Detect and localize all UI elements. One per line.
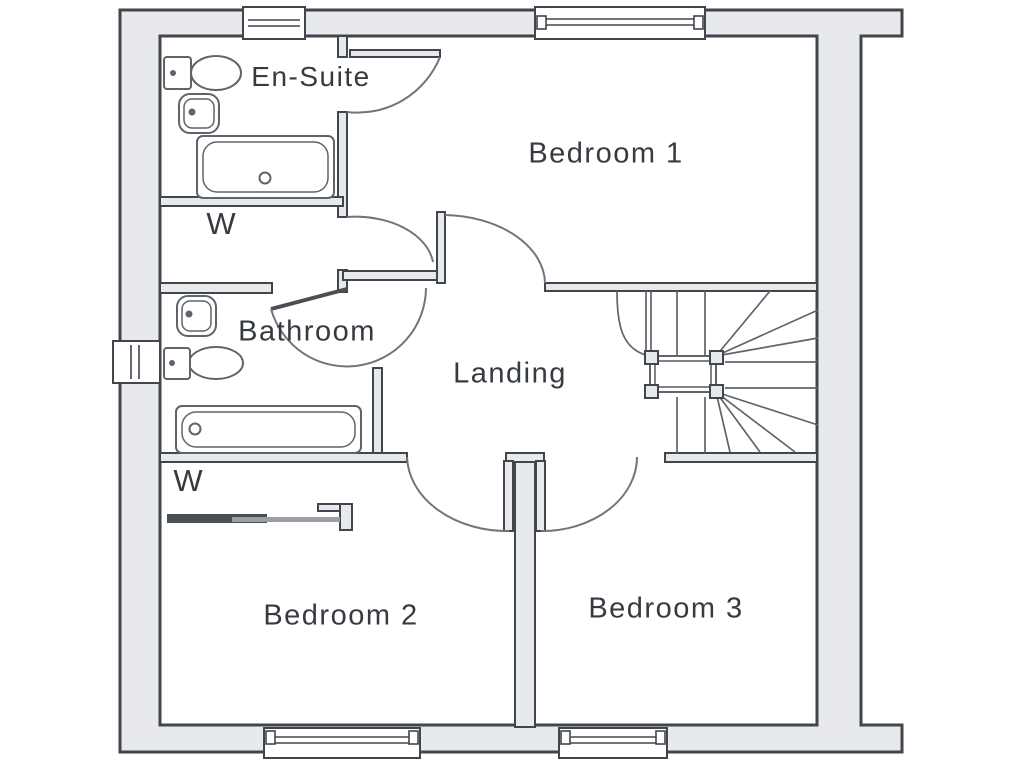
basin-bathroom-icon [176,295,217,337]
bath-ensuite-icon [196,135,335,199]
stair-treads-lower [676,397,706,453]
wall-bedroom2-bedroom3 [514,461,536,728]
newel-post [709,384,724,399]
door-en-suite [346,49,441,114]
door-wardrobe-1 [346,215,434,263]
wall-stairs-bedroom3 [664,452,818,463]
room-label-bathroom: Bathroom [238,315,376,348]
window-bedroom-1-top-icon [534,6,706,40]
room-label-bedroom-2: Bedroom 2 [263,599,419,632]
wall-wardrobe2-return [339,503,353,531]
basin-ensuite-icon [178,93,220,134]
stair-winders-bottom [715,387,819,453]
stair-curved-tread [616,290,647,356]
stair-balustrade [644,350,724,399]
toilet-ensuite-icon [163,55,242,91]
wall-bathroom-landing [372,367,383,457]
bath-bathroom-icon [175,405,362,454]
wall-ensuite-bed1-mid [337,111,348,218]
door-bedroom-1 [436,211,546,284]
room-label-wardrobe-2: W [173,463,203,498]
wardrobe-sliding-door-icon [167,514,340,523]
stair-winders-top [715,290,819,363]
wall-bedroom1-stairs [544,282,818,292]
newel-post [644,384,659,399]
room-label-en-suite: En-Suite [251,61,371,92]
fixtures [163,55,362,523]
interior-walls [159,35,818,728]
door-bathroom [270,287,427,368]
newel-post [644,350,659,365]
staircase [616,290,819,453]
windows [112,6,706,759]
window-bedroom-2-bottom-icon [263,727,421,759]
window-bathroom-left-icon [112,340,161,384]
door-bedroom-3 [535,456,638,533]
room-label-bedroom-3: Bedroom 3 [588,592,744,625]
wall-ensuite-bed1-top [337,35,348,58]
wall-wardrobe-bathroom [159,282,273,294]
door-bedroom-2 [406,456,514,533]
stair-treads-upper [645,291,706,355]
room-label-bedroom-1: Bedroom 1 [528,137,684,170]
wall-landing-top-left [342,270,444,281]
window-en-suite-top-icon [242,6,306,40]
room-label-wardrobe-1: W [206,206,236,241]
window-bedroom-3-bottom-icon [558,727,668,759]
doors [270,49,638,533]
toilet-bathroom-icon [163,346,244,380]
room-label-landing: Landing [453,357,567,390]
wall-bathroom-bedroom2 [159,452,408,463]
newel-post [709,350,724,365]
